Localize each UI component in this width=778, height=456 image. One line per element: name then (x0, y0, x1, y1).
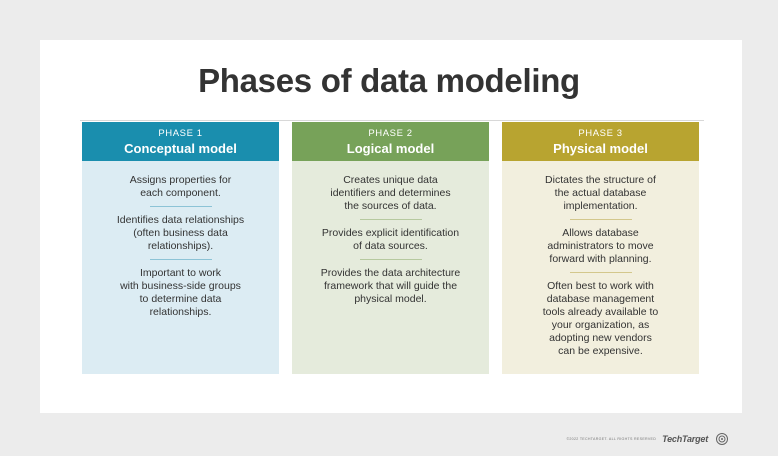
phase-item: Identifies data relationships (often bus… (116, 214, 245, 252)
phase-header: PHASE 2 Logical model (292, 122, 489, 161)
model-name: Logical model (346, 141, 435, 156)
phase-items: Creates unique data identifiers and dete… (292, 161, 489, 306)
item-separator (569, 219, 632, 220)
phase-number: PHASE 3 (578, 128, 623, 139)
phase-header: PHASE 3 Physical model (502, 122, 699, 161)
phase-column-physical: PHASE 3 Physical model Dictates the stru… (502, 122, 699, 374)
phase-item: Dictates the structure of the actual dat… (545, 174, 656, 212)
phase-item: Provides the data architecture framework… (320, 267, 461, 305)
phase-items: Dictates the structure of the actual dat… (502, 161, 699, 358)
item-separator (149, 206, 212, 207)
diagram-title: Phases of data modeling (198, 62, 580, 99)
title-divider (80, 120, 704, 121)
item-separator (149, 259, 212, 260)
footer: ©2022 TECHTARGET. ALL RIGHTS RESERVED Te… (566, 432, 730, 446)
item-separator (359, 219, 422, 220)
model-name: Conceptual model (124, 141, 237, 156)
phase-column-logical: PHASE 2 Logical model Creates unique dat… (292, 122, 489, 374)
phase-item: Provides explicit identification of data… (321, 227, 460, 252)
brand-name: TechTarget (662, 434, 708, 444)
phase-items: Assigns properties for each component. I… (82, 161, 279, 319)
phase-column-conceptual: PHASE 1 Conceptual model Assigns propert… (82, 122, 279, 374)
phase-number: PHASE 1 (158, 128, 203, 139)
phase-item: Creates unique data identifiers and dete… (330, 174, 451, 212)
phase-item: Important to work with business-side gro… (120, 267, 241, 318)
phase-item: Often best to work with database managem… (542, 280, 659, 357)
item-separator (359, 259, 422, 260)
techtarget-logo-icon (716, 433, 728, 445)
phase-item: Allows database administrators to move f… (547, 227, 654, 265)
phase-item: Assigns properties for each component. (129, 174, 232, 199)
phase-number: PHASE 2 (368, 128, 413, 139)
copyright-text: ©2022 TECHTARGET. ALL RIGHTS RESERVED (566, 437, 657, 441)
phase-header: PHASE 1 Conceptual model (82, 122, 279, 161)
model-name: Physical model (553, 141, 648, 156)
item-separator (569, 272, 632, 273)
